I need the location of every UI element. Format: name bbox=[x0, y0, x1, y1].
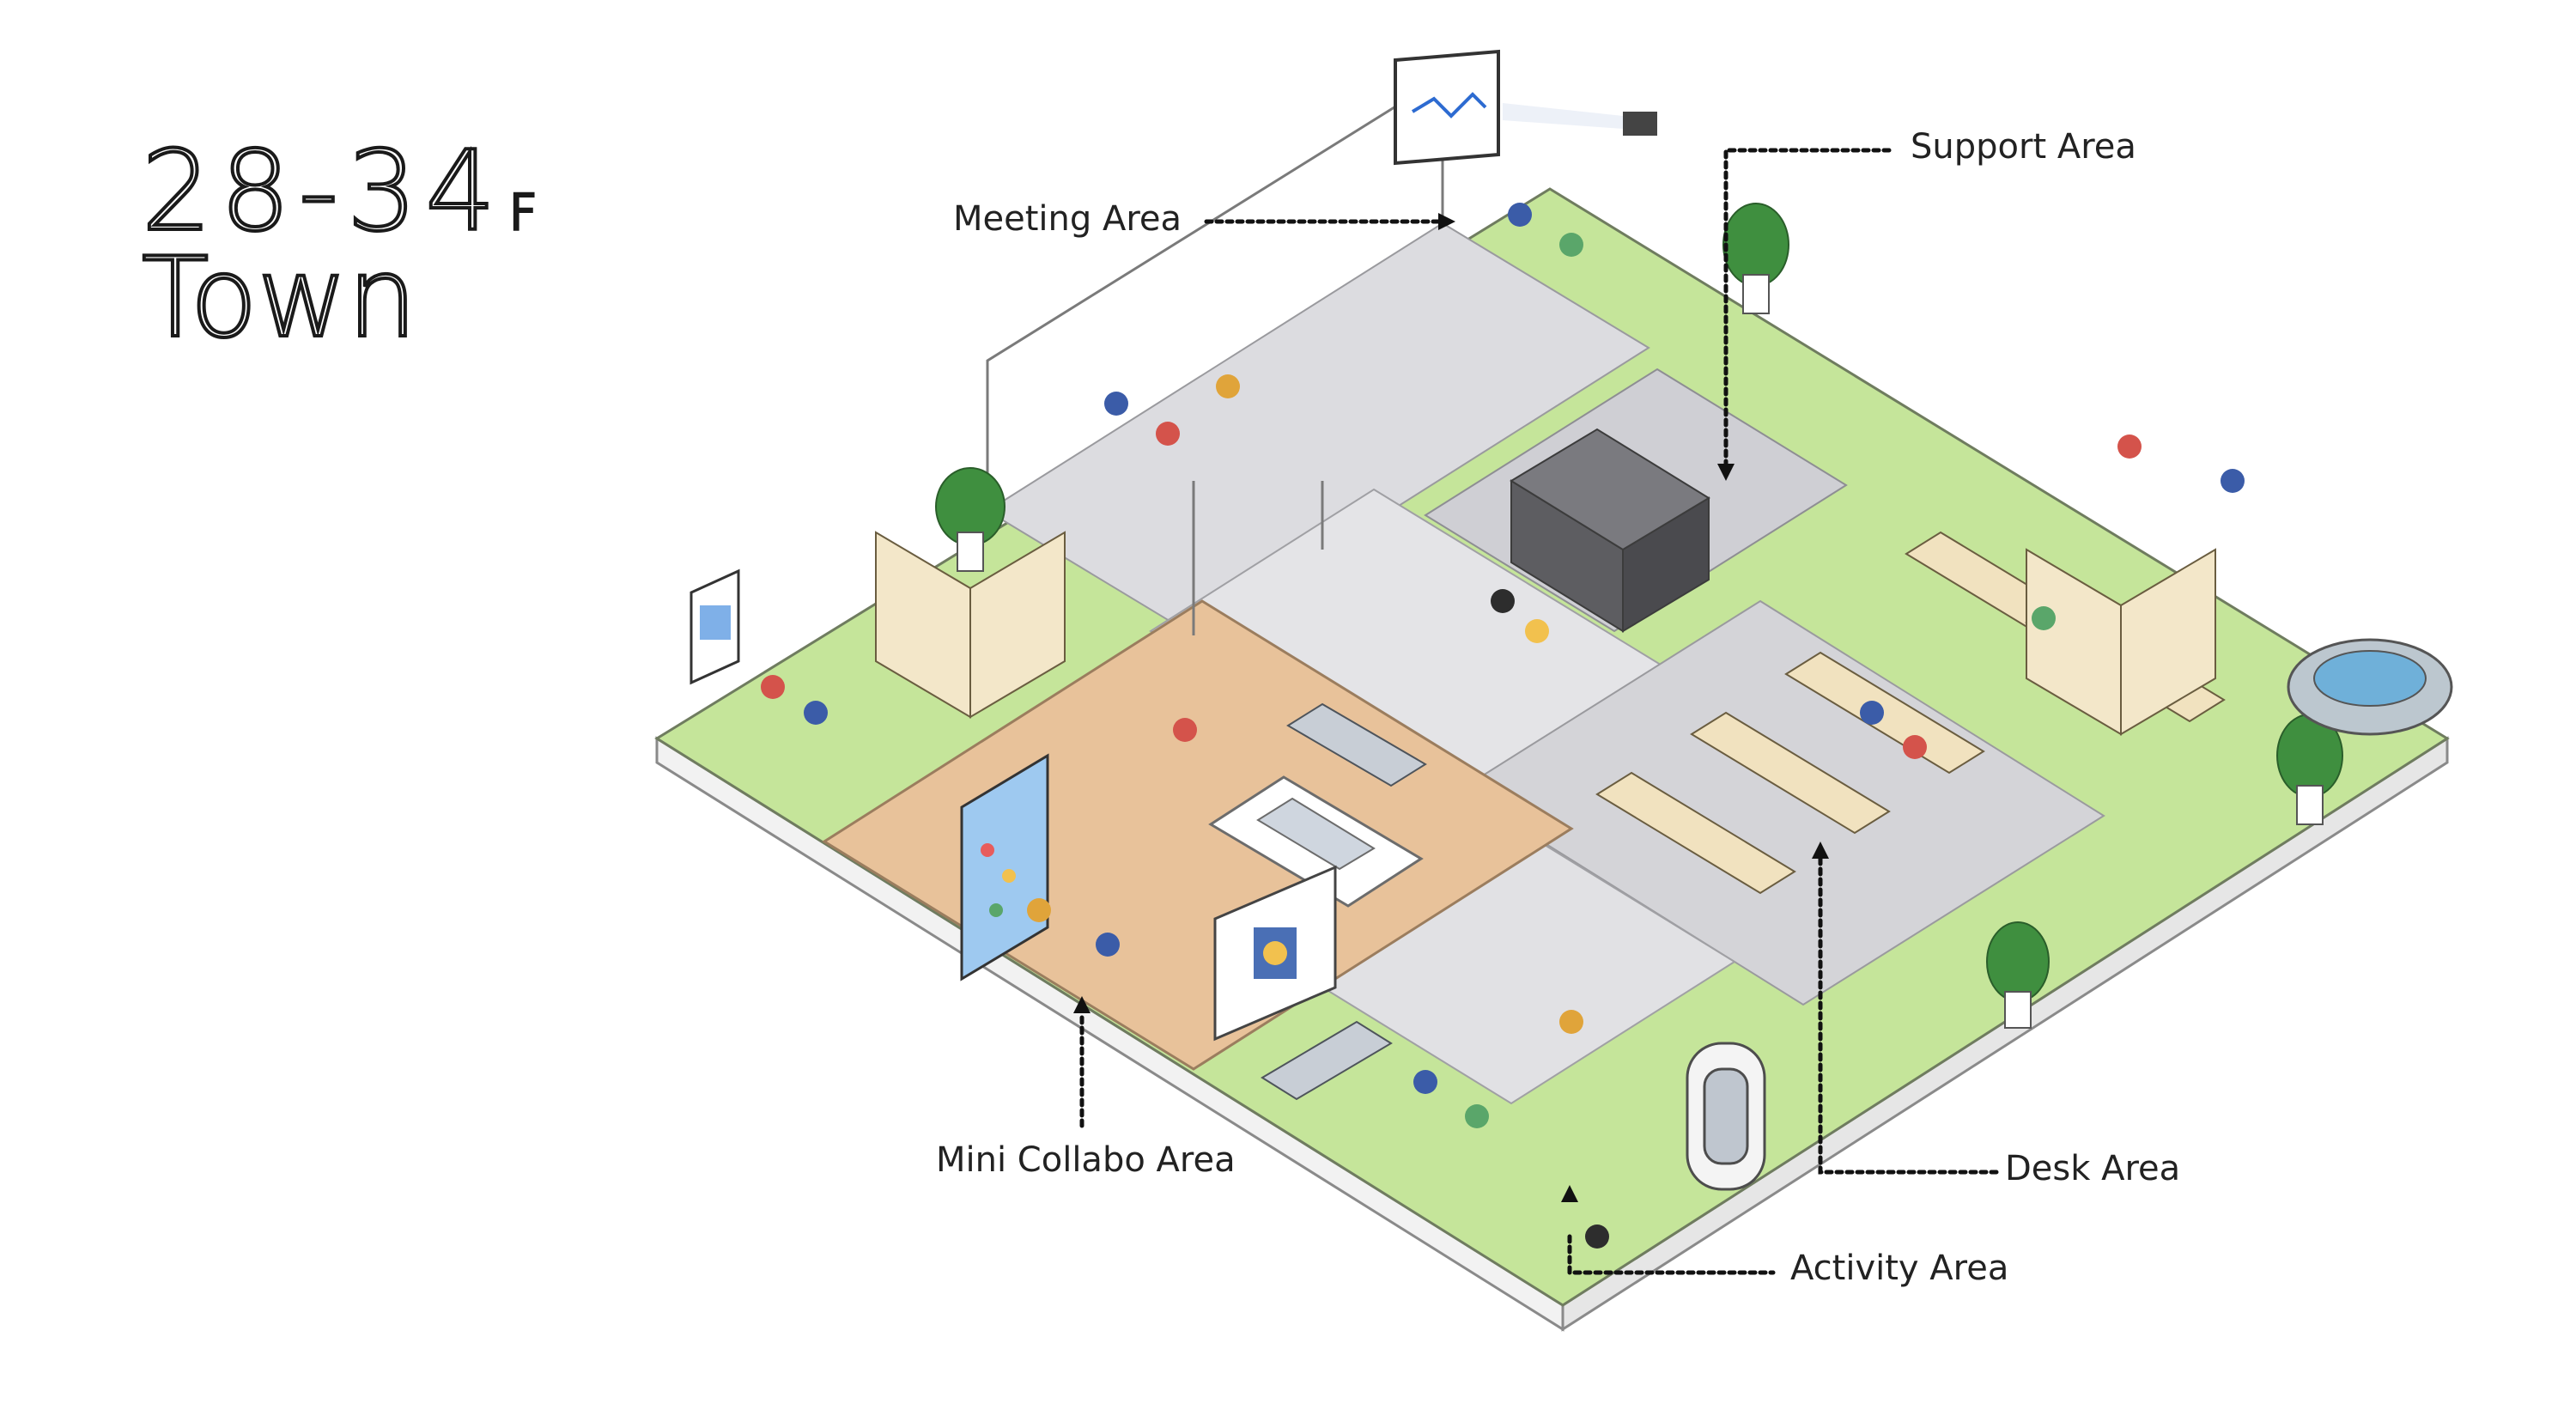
activity-arrow bbox=[1561, 1185, 1578, 1202]
locker-block bbox=[1510, 428, 1710, 633]
floor-name: Town bbox=[140, 234, 419, 362]
projector-screen bbox=[1394, 49, 1657, 166]
desk-zone-floor bbox=[1458, 599, 2105, 1006]
activity-area-label: Activity Area bbox=[1790, 1249, 2009, 1288]
sunken-seating-inner bbox=[1256, 797, 1376, 871]
activity-leader bbox=[1567, 1234, 1776, 1275]
mini-collabo-floor bbox=[822, 599, 1574, 1071]
collabo-display bbox=[1213, 865, 1337, 1042]
leader-lines bbox=[1079, 148, 1999, 1275]
floor-range: 28-34 bbox=[140, 128, 504, 256]
floor-suffix: F bbox=[507, 185, 538, 241]
people-clusters bbox=[761, 203, 2245, 1249]
support-leader bbox=[1723, 148, 1892, 466]
desk-area-label: Desk Area bbox=[2005, 1149, 2181, 1188]
desk-leader bbox=[1818, 856, 1999, 1175]
mini-collabo-arrow bbox=[1073, 996, 1091, 1013]
support-arrow bbox=[1717, 464, 1735, 481]
lounge-sofa bbox=[1261, 702, 1427, 1101]
mini-collabo-area-label: Mini Collabo Area bbox=[936, 1140, 1236, 1180]
wall-screen-left bbox=[690, 568, 740, 685]
plant-right bbox=[2276, 714, 2343, 825]
plant-top bbox=[1722, 203, 1789, 314]
workstation-row-1 bbox=[1595, 651, 1985, 895]
plant-left bbox=[935, 467, 1005, 572]
meeting-area-label: Meeting Area bbox=[953, 199, 1182, 239]
support-area-label: Support Area bbox=[1911, 127, 2136, 167]
meeting-arrow bbox=[1438, 213, 1455, 230]
desk-arrow bbox=[1812, 842, 1829, 859]
cabinet-row-right bbox=[2026, 548, 2216, 736]
phone-booth bbox=[1686, 1042, 1766, 1191]
collabo-whiteboard bbox=[960, 753, 1049, 981]
cabinet-row-left bbox=[875, 531, 1066, 719]
plant-bottom bbox=[1986, 921, 2050, 1029]
lounge-pod bbox=[2287, 638, 2453, 736]
leader-arrowheads bbox=[1073, 213, 1829, 1202]
